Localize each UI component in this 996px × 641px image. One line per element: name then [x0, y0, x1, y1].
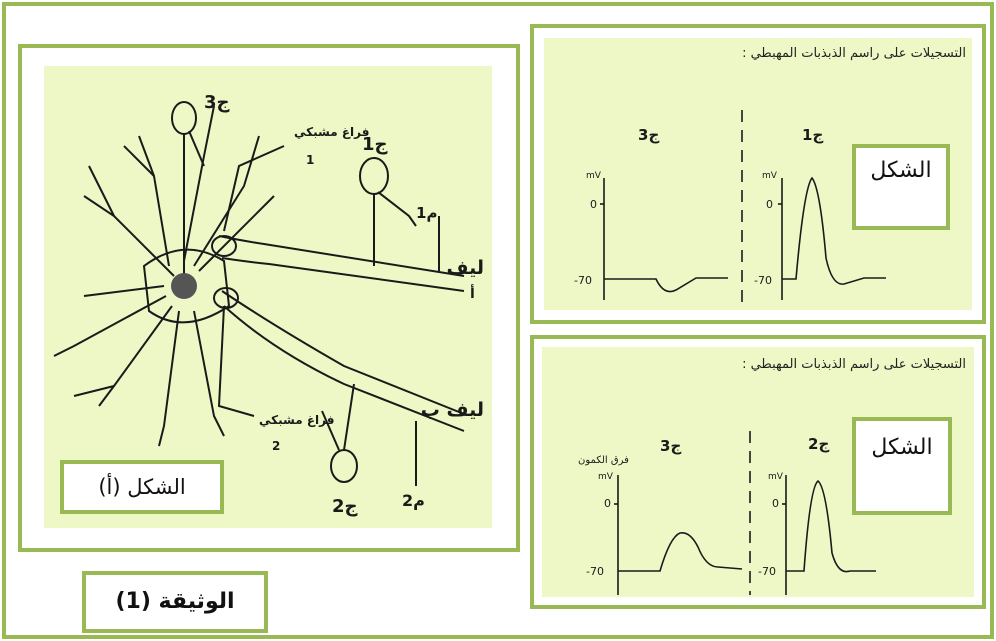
bottom-right-trace-label: ج2	[808, 435, 829, 453]
label-c3: ج3	[204, 92, 230, 113]
label-synapse-2-num: 2	[272, 439, 280, 453]
label-synapse-2: فراغ مشبكي	[259, 413, 334, 427]
bottom-left-rest: -70	[586, 565, 604, 578]
figure-a-caption: الشكل (أ)	[60, 460, 224, 514]
dendrite	[73, 385, 115, 397]
top-right-trace	[782, 176, 886, 285]
soma	[142, 248, 231, 324]
bottom-left-zero: 0	[604, 497, 611, 510]
figure-a-panel: ج3 فراغ مشبكي 1 ج1 م1 ليف أ فراغ مشبكي 2…	[44, 66, 492, 528]
dendrite	[123, 145, 155, 177]
top-oscillograms: ج3 ج1 mV 0 -70 mV 0 -70	[574, 110, 886, 304]
bottom-title: التسجيلات على راسم الذبذبات المهبطي :	[742, 357, 966, 372]
top-recording-frame: التسجيلات على راسم الذبذبات المهبطي : ج3…	[530, 24, 986, 324]
neuron-diagram: ج3 فراغ مشبكي 1 ج1 م1 ليف أ فراغ مشبكي 2…	[53, 92, 484, 517]
bottom-recording-panel: التسجيلات على راسم الذبذبات المهبطي : ج3…	[542, 347, 974, 597]
dendrite	[83, 285, 165, 297]
electrode-c1	[359, 157, 389, 195]
top-recording-panel: التسجيلات على راسم الذبذبات المهبطي : ج3…	[544, 38, 972, 310]
axon-b	[223, 305, 465, 432]
electrode-c3	[171, 101, 197, 135]
bottom-right-rest: -70	[758, 565, 776, 578]
bottom-left-trace	[618, 531, 743, 572]
dendrite	[193, 135, 260, 267]
top-left-rest: -70	[574, 274, 592, 287]
top-left-trace	[604, 277, 728, 293]
label-c1: ج1	[362, 134, 388, 155]
nucleus	[171, 273, 197, 299]
top-title: التسجيلات على راسم الذبذبات المهبطي :	[742, 46, 966, 61]
bottom-shape-label: الشكل	[852, 417, 952, 515]
dendrite	[53, 295, 167, 357]
top-left-unit: mV	[586, 171, 602, 181]
dendrite	[158, 310, 180, 447]
bottom-axis-title: فرق الكمون	[578, 455, 629, 466]
bottom-left-unit: mV	[598, 472, 614, 482]
electrode-c2	[330, 449, 358, 483]
dendrite	[83, 195, 175, 277]
label-fiber-a: ليف	[446, 257, 484, 279]
top-right-unit: mV	[762, 171, 778, 181]
synaptic-knob-2	[213, 287, 239, 309]
axon-b	[221, 290, 465, 415]
label-m2: م2	[402, 491, 425, 510]
bottom-right-unit: mV	[768, 472, 784, 482]
label-synapse-1: فراغ مشبكي	[294, 125, 369, 139]
label-m1: م1	[416, 204, 437, 222]
bottom-left-trace-label: ج3	[660, 437, 681, 455]
dendrite	[198, 195, 275, 272]
top-right-rest: -70	[754, 274, 772, 287]
label-fiber-a-letter: أ	[470, 284, 475, 302]
dendrite	[193, 310, 225, 437]
axon-a	[221, 257, 465, 292]
axon-a	[218, 235, 465, 277]
label-c2: ج2	[332, 496, 358, 517]
document-label: الوثيقة (1)	[82, 571, 268, 633]
dendrite	[98, 305, 173, 407]
bottom-right-trace	[786, 479, 876, 573]
top-right-zero: 0	[766, 198, 773, 211]
synaptic-knob-1	[211, 235, 237, 257]
top-left-trace-label: ج3	[638, 126, 659, 144]
top-right-trace-label: ج1	[802, 126, 823, 144]
dendrite	[88, 165, 115, 217]
figure-a-frame: ج3 فراغ مشبكي 1 ج1 م1 ليف أ فراغ مشبكي 2…	[18, 44, 520, 552]
bottom-recording-frame: التسجيلات على راسم الذبذبات المهبطي : ج3…	[530, 335, 986, 609]
bottom-right-zero: 0	[772, 497, 779, 510]
label-fiber-b: ليف ب	[421, 399, 484, 421]
top-left-zero: 0	[590, 198, 597, 211]
top-shape-label: الشكل	[852, 144, 950, 230]
bottom-oscillograms: ج3 ج2 فرق الكمون mV 0 -70 mV 0 -70	[578, 431, 876, 595]
label-synapse-1-num: 1	[306, 153, 314, 167]
dendrite	[183, 105, 215, 262]
